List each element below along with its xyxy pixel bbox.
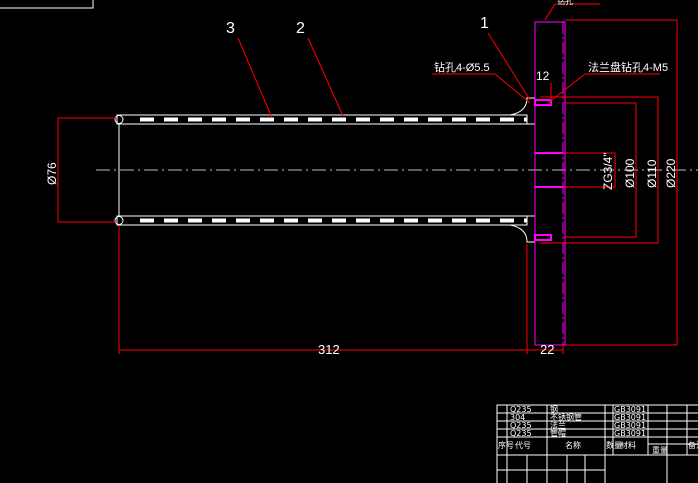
svg-text:名称: 名称 (565, 440, 581, 450)
svg-text:法兰: 法兰 (550, 420, 566, 430)
svg-text:GB3091: GB3091 (614, 421, 646, 430)
dim-d76: Ø76 (45, 162, 59, 185)
dim-22: 22 (540, 342, 554, 357)
svg-text:304: 304 (510, 413, 525, 422)
svg-text:GB3091: GB3091 (614, 413, 646, 422)
top-note: 钻孔 (557, 0, 573, 6)
frame-fragment (0, 0, 94, 9)
svg-text:Q235: Q235 (510, 429, 532, 438)
drill-hole-note: 钻孔4-Ø5.5 (434, 60, 490, 74)
svg-text:重量: 重量 (652, 445, 668, 455)
dim-thread: ZG3/4" (601, 152, 615, 190)
dim-d100: Ø100 (623, 158, 637, 188)
dim-12: 12 (536, 69, 550, 83)
svg-text:GB3091: GB3091 (614, 429, 646, 438)
svg-text:管帽: 管帽 (550, 428, 566, 438)
svg-text:不锈钢管: 不锈钢管 (550, 412, 582, 422)
part-label-3: 3 (226, 20, 235, 37)
dimension-lines (57, 3, 678, 354)
dim-d110: Ø110 (645, 159, 659, 188)
svg-text:Q235: Q235 (510, 421, 532, 430)
flange (534, 21, 566, 346)
dim-d220: Ø220 (664, 158, 678, 188)
part-label-1: 1 (480, 15, 489, 32)
svg-text:GB3091: GB3091 (614, 405, 646, 414)
title-block (496, 404, 698, 483)
dim-312: 312 (318, 342, 340, 357)
svg-text:代号: 代号 (515, 440, 531, 450)
svg-text:材料: 材料 (620, 440, 636, 450)
part-label-2: 2 (296, 20, 305, 37)
svg-text:Q235: Q235 (510, 405, 532, 414)
svg-text:序号: 序号 (498, 440, 514, 450)
svg-text:备注: 备注 (688, 440, 698, 450)
flange-hole-note: 法兰盘钻孔4-M5 (588, 60, 668, 74)
svg-text:数量: 数量 (606, 440, 622, 450)
title-block-rows: Q235 钢 GB3091 304 不锈钢管 GB3091 Q235 法兰 GB… (498, 404, 698, 455)
svg-text:钢: 钢 (550, 404, 558, 414)
